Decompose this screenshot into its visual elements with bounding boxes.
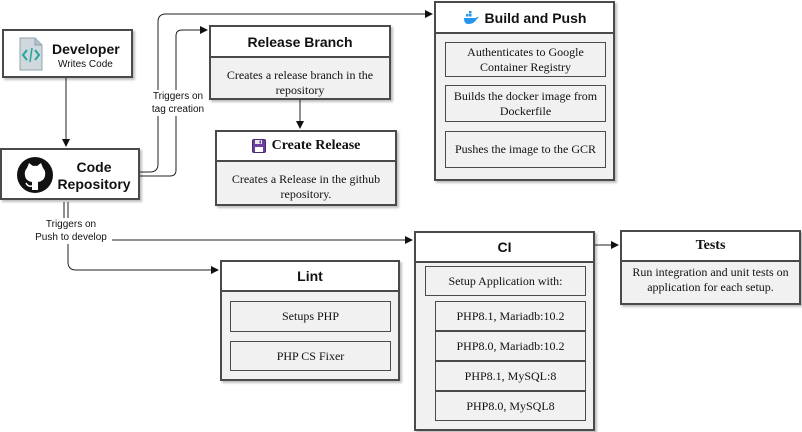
developer-node[interactable]: Developer Writes Code xyxy=(2,29,133,78)
lint-title: Lint xyxy=(222,262,398,292)
ci-node[interactable]: CI Setup Application with: PHP8.1, Maria… xyxy=(414,231,595,431)
lint-step-cs-fixer: PHP CS Fixer xyxy=(230,341,391,371)
build-and-push-node[interactable]: Build and Push Authenticates to Google C… xyxy=(434,1,615,181)
edge-label-tag-line1: Triggers on xyxy=(152,91,204,102)
github-icon xyxy=(16,156,54,199)
lint-step-setup-php: Setups PHP xyxy=(230,301,391,332)
create-release-header: Create Release xyxy=(217,132,395,162)
code-repository-title-line2: Repository xyxy=(57,176,131,192)
release-branch-node[interactable]: Release Branch Creates a release branch … xyxy=(209,25,391,100)
ci-setup-php80-mysql: PHP8.0, MySQL8 xyxy=(435,391,586,421)
edge-label-push-line1: Triggers on xyxy=(45,219,97,230)
create-release-description: Creates a Release in the github reposito… xyxy=(231,172,381,201)
ci-setup-php81-mariadb: PHP8.1, Mariadb:10.2 xyxy=(435,301,586,331)
ci-setup-php81-mysql: PHP8.1, MySQL:8 xyxy=(435,361,586,391)
code-repository-node[interactable]: Code Repository xyxy=(0,148,140,200)
developer-title: Developer xyxy=(52,41,120,57)
ci-setup-php80-mariadb: PHP8.0, Mariadb:10.2 xyxy=(435,331,586,361)
floppy-disk-icon xyxy=(251,139,266,153)
code-repository-title-line1: Code xyxy=(76,159,112,175)
tests-title: Tests xyxy=(622,232,799,262)
edge-label-tag-line2: tag creation xyxy=(151,104,205,115)
build-step-authenticate: Authenticates to Google Container Regist… xyxy=(445,42,606,77)
release-branch-title: Release Branch xyxy=(211,27,389,58)
edge-repo-to-ci xyxy=(63,202,413,244)
lint-node[interactable]: Lint Setups PHP PHP CS Fixer xyxy=(220,260,400,381)
developer-subtitle: Writes Code xyxy=(58,59,113,70)
code-repository-title: Code Repository xyxy=(54,159,134,193)
release-branch-body: Creates a release branch in the reposito… xyxy=(211,58,389,98)
build-step-push-image: Pushes the image to the GCR xyxy=(445,131,606,168)
build-and-push-title: Build and Push xyxy=(484,9,587,26)
ci-setup-label: Setup Application with: xyxy=(425,266,586,296)
docker-whale-icon xyxy=(463,10,479,25)
tests-node[interactable]: Tests Run integration and unit tests on … xyxy=(620,230,801,305)
release-branch-description: Creates a release branch in the reposito… xyxy=(226,68,374,97)
edge-label-tag-creation: Triggers on tag creation xyxy=(148,90,208,116)
create-release-title: Create Release xyxy=(271,138,361,153)
file-code-icon xyxy=(18,37,44,76)
edge-label-push-to-develop: Triggers on Push to develop xyxy=(30,218,112,244)
build-and-push-header: Build and Push xyxy=(436,3,613,34)
edge-repo-to-lint xyxy=(67,202,219,274)
build-step-build-image: Builds the docker image from Dockerfile xyxy=(445,85,606,122)
tests-description: Run integration and unit tests on applic… xyxy=(632,265,789,294)
create-release-body: Creates a Release in the github reposito… xyxy=(217,162,395,204)
ci-title: CI xyxy=(416,233,593,263)
tests-body: Run integration and unit tests on applic… xyxy=(622,262,799,303)
edge-label-push-line2: Push to develop xyxy=(35,232,107,243)
create-release-node[interactable]: Create Release Creates a Release in the … xyxy=(215,130,397,206)
